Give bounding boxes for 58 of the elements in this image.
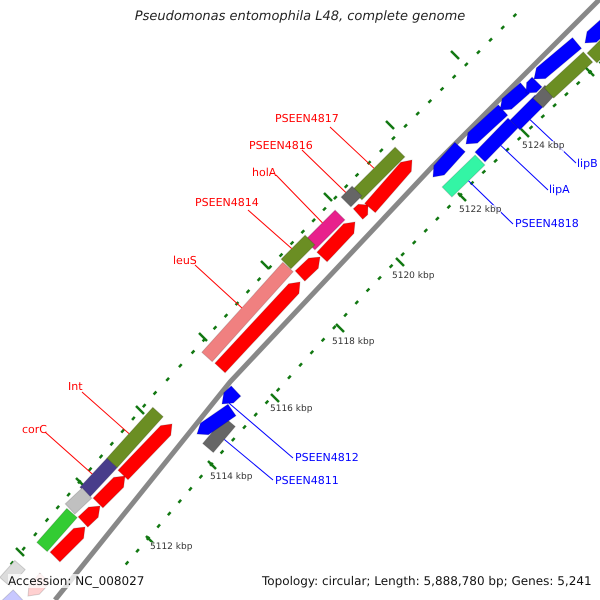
gene-feature [316,221,356,262]
gene-feature [465,104,508,145]
title: Pseudomonas entomophila L48, complete genome [134,9,466,25]
gene-feature [36,508,78,552]
leader-line [194,264,242,308]
leader-line [276,174,323,224]
leader-line [228,402,294,458]
scale-label: 5116 kbp [270,404,312,415]
gene-feature [544,51,594,99]
gene-feature [294,256,321,282]
gene-feature [499,82,530,111]
gene-label: PSEEN4818 [515,217,579,230]
gene-feature [351,146,406,201]
gene-feature [441,154,486,198]
gene-label: corC [22,423,47,436]
scale-label: 5112 kbp [150,542,192,553]
leader-line [330,126,374,169]
accession-text: Accession: NC_008027 [8,574,144,588]
gene-label: PSEEN4812 [295,451,359,464]
gene-label: lipB [577,157,598,170]
gene-feature [474,117,519,163]
gene-label: PSEEN4816 [249,139,313,152]
gene-feature [117,423,173,480]
scale-label: 5118 kbp [332,337,374,348]
gene-feature [214,281,301,374]
gene-feature [78,505,101,528]
gene-feature [79,458,118,498]
leader-line [224,438,274,480]
gene-feature [201,262,294,362]
gene-feature [64,487,92,515]
gene-feature [221,385,242,405]
gene-feature [364,159,413,214]
gene-label: PSEEN4811 [275,474,339,488]
gene-feature [49,526,86,563]
gene-feature [106,406,164,468]
gene-feature [280,234,316,270]
leader-line [500,145,548,190]
genome-summary-text: Topology: circular; Length: 5,888,780 bp; Genes: 5,241 [262,574,592,588]
gene-label: holA [252,166,276,180]
gene-label: PSEEN4817 [275,112,339,126]
scale-label: 5114 kbp [210,472,252,483]
gene-feature [584,19,600,44]
gene-label: Int [68,380,83,394]
gene-label: leuS [173,254,197,268]
leader-line [44,432,93,474]
scale-label: 5122 kbp [459,205,502,216]
gene-feature [340,185,363,208]
gene-feature [432,142,466,178]
scale-label: 5120 kbp [392,271,434,282]
gene-label: PSEEN4814 [195,196,259,210]
gene-feature [92,475,126,509]
leader-line [248,210,292,249]
gene-label: lipA [549,183,570,196]
gene-feature [533,36,582,80]
leader-line [302,150,346,193]
gene-feature [352,204,369,220]
leader-line [82,392,130,434]
scale-label: 5124 kbp [522,141,564,152]
